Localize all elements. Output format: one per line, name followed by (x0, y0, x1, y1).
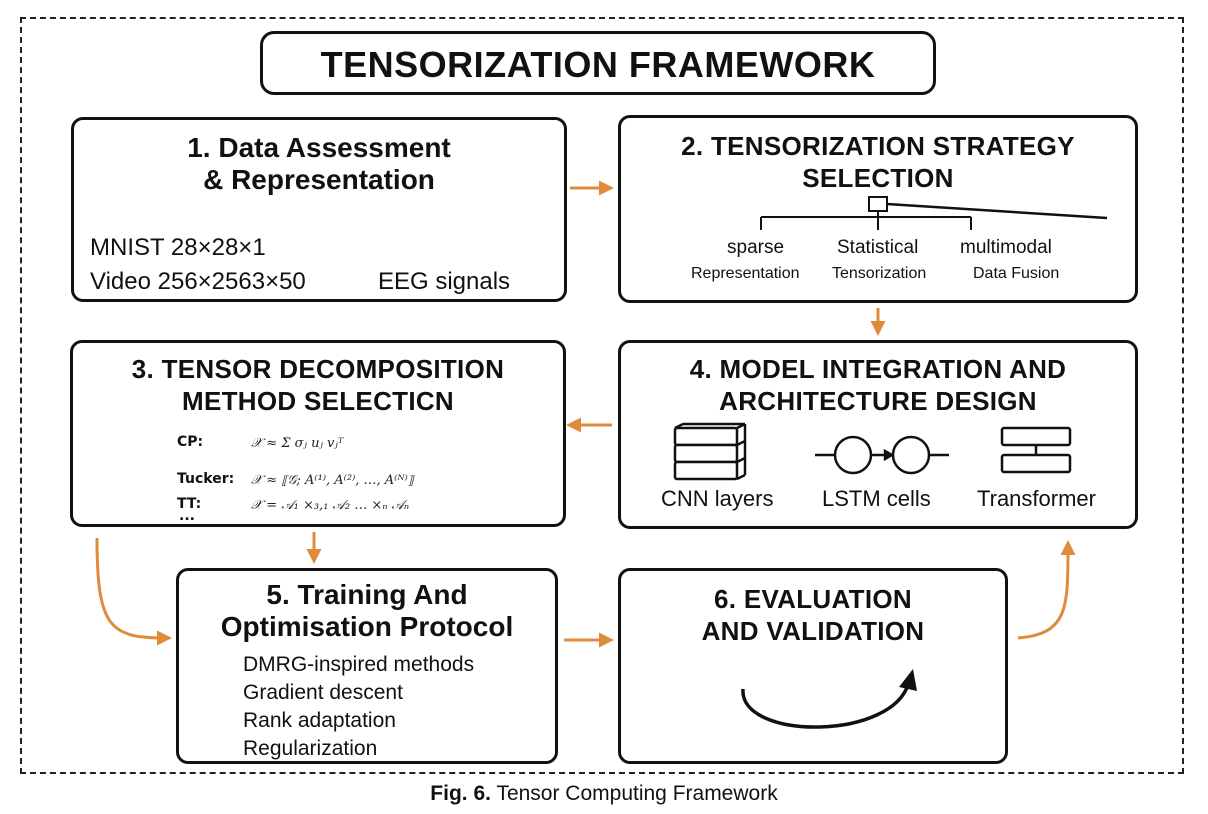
step1-item-eeg: EEG signals (378, 268, 511, 295)
method-tucker-label: Tucker: (177, 471, 235, 487)
step2-tree-diagram (760, 196, 1108, 230)
step1-item-video: Video 256×2563×50 (90, 268, 306, 295)
caption-label: Fig. 6. (430, 782, 491, 805)
step5-title-line2: Optimisation Protocol (220, 611, 514, 642)
step5-box: 5. Training And Optimisation Protocol DM… (176, 568, 558, 764)
method-more: ... (179, 508, 195, 524)
method-tucker-formula: 𝒳 ≈ ⟦𝒢; A⁽¹⁾, A⁽²⁾, …, A⁽ᴺ⁾⟧ (251, 473, 414, 488)
arrow-step3-curve-to-step5 (95, 537, 172, 646)
step4-box: 4. MODEL INTEGRATION AND ARCHITECTURE DE… (618, 340, 1138, 529)
branch-statistical-top: Statistical (837, 237, 919, 258)
branch-multimodal-bottom: Data Fusion (973, 265, 1060, 282)
training-item-rank: Rank adaptation (243, 709, 396, 732)
framework-title-box: TENSORIZATION FRAMEWORK (260, 31, 936, 95)
branch-sparse-bottom: Representation (691, 265, 800, 282)
method-tt-formula: 𝒳 = 𝒜₁ ×₃,₁ 𝒜₂ … ×ₙ 𝒜ₙ (251, 498, 410, 513)
step2-title-line2: SELECTION (802, 163, 954, 193)
step4-title-line1: 4. MODEL INTEGRATION AND (689, 354, 1067, 384)
caption-text: Tensor Computing Framework (496, 782, 778, 805)
step2-box: 2. TENSORIZATION STRATEGY SELECTION spar… (618, 115, 1138, 303)
step3-title-line1: 3. TENSOR DECOMPOSITION (131, 354, 505, 384)
component-cnn-label: CNN layers (661, 486, 774, 511)
step5-title: 5. Training And Optimisation Protocol (179, 579, 555, 643)
step3-title-line2: METHOD SELECTICN (181, 386, 455, 416)
step6-title-line2: AND VALIDATION (701, 616, 925, 646)
step2-title-line1: 2. TENSORIZATION STRATEGY (681, 131, 1075, 161)
step3-box: 3. TENSOR DECOMPOSITION METHOD SELECTICN… (70, 340, 566, 527)
training-item-dmrg: DMRG-inspired methods (243, 653, 475, 676)
branch-multimodal-top: multimodal (960, 237, 1052, 258)
figure-caption: Fig. 6. Tensor Computing Framework (0, 782, 1208, 806)
step4-title: 4. MODEL INTEGRATION AND ARCHITECTURE DE… (621, 353, 1135, 417)
step1-title-line2: & Representation (203, 164, 435, 195)
method-cp-formula: 𝒳 ≈ Σ σⱼ uⱼ vⱼᵀ (251, 436, 344, 451)
method-cp-label: CP: (177, 434, 204, 450)
cnn-layers-icon (673, 422, 747, 481)
arrow-step6-curve-to-step4 (1017, 540, 1076, 640)
branch-sparse-top: sparse (727, 237, 785, 258)
step6-title: 6. EVALUATION AND VALIDATION (621, 583, 1005, 647)
step2-title: 2. TENSORIZATION STRATEGY SELECTION (621, 130, 1135, 194)
step6-box: 6. EVALUATION AND VALIDATION (618, 568, 1008, 764)
step1-title: 1. Data Assessment & Representation (74, 132, 564, 196)
component-transformer-label: Transformer (977, 486, 1096, 511)
lstm-cells-icon (815, 435, 949, 475)
framework-title: TENSORIZATION FRAMEWORK (320, 44, 876, 85)
component-lstm-label: LSTM cells (822, 486, 931, 511)
branch-statistical-bottom: Tensorization (832, 265, 927, 282)
training-item-regularization: Regularization (243, 737, 378, 760)
step1-box: 1. Data Assessment & Representation MNIS… (71, 117, 567, 302)
step4-title-line2: ARCHITECTURE DESIGN (719, 386, 1037, 416)
step6-title-line1: 6. EVALUATION (714, 584, 912, 614)
method-tt-label: TT: (177, 496, 202, 512)
step3-title: 3. TENSOR DECOMPOSITION METHOD SELECTICN (73, 353, 563, 417)
step1-title-line1: 1. Data Assessment (187, 132, 451, 163)
step5-title-line1: 5. Training And (266, 579, 468, 610)
step1-item-mnist: MNIST 28×28×1 (90, 234, 266, 261)
evaluation-cycle-arrow-icon (741, 669, 917, 729)
dashed-figure-frame (20, 17, 1184, 774)
step4-icons (673, 422, 1072, 481)
transformer-icon (1000, 426, 1072, 474)
training-item-gradient: Gradient descent (243, 681, 403, 704)
